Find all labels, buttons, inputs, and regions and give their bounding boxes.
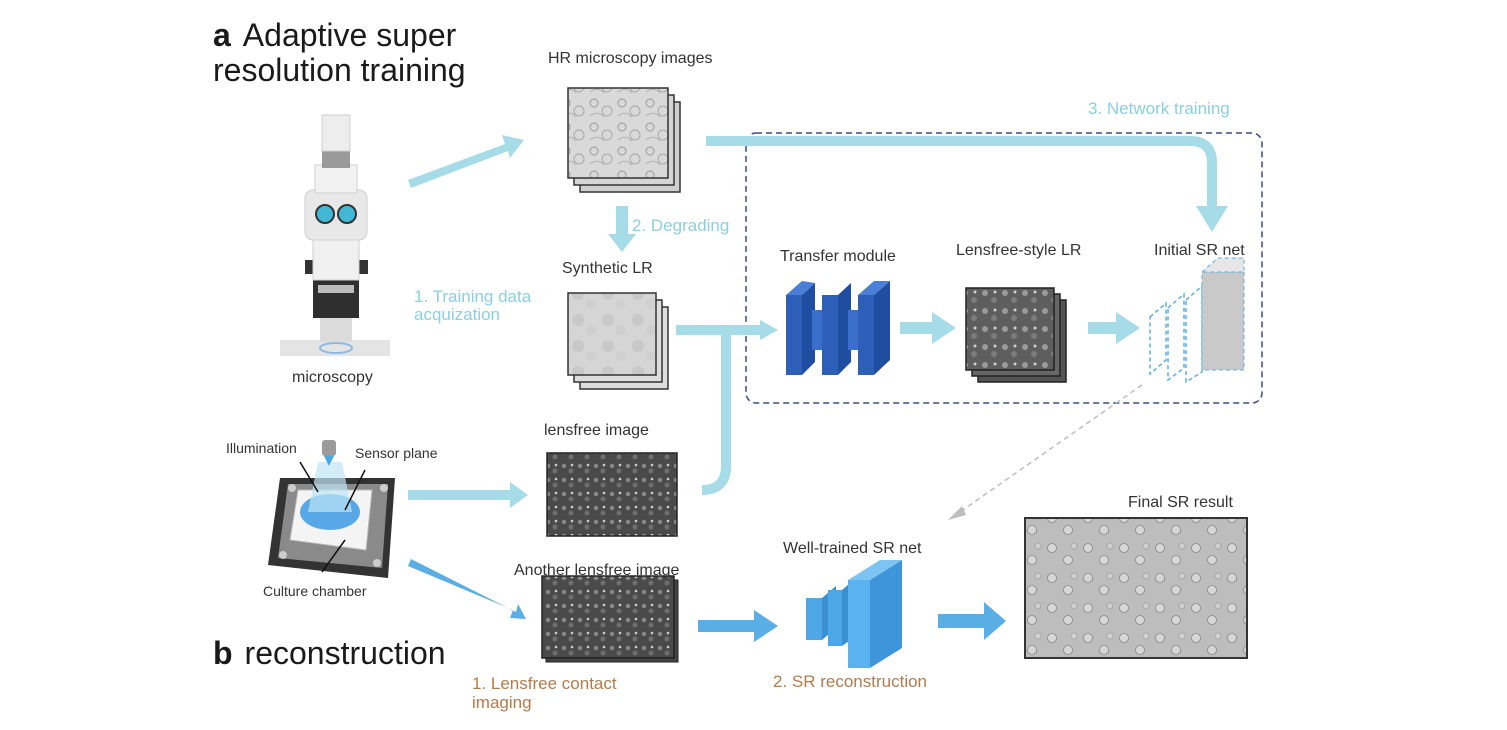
label-lensfree-style-lr: Lensfree-style LR [956,242,1082,259]
arrow-srnet-to-final [938,614,988,628]
panel-b-title-text: reconstruction [244,635,446,671]
another-lensfree-image [541,575,679,663]
panel-a-title-line2: resolution training [213,52,466,88]
label-sensor-plane: Sensor plane [355,445,438,461]
lensfree-style-lr-stack [965,287,1067,383]
arrow-another-to-srnet [698,620,756,632]
arrow-degrading [616,206,628,236]
arrow-device-to-another [408,559,526,619]
cyan-arrows [408,135,1228,508]
arrow-lr-to-initial [1088,322,1118,334]
final-sr-result-image [1024,517,1248,659]
label-illumination: Illumination [226,440,297,456]
microscope-icon [280,114,390,356]
hr-image-stack [567,87,681,193]
label-network-training: 3. Network training [1088,99,1230,118]
transfer-module-net-icon [786,281,890,375]
label-degrading: 2. Degrading [632,216,730,235]
label-microscopy: microscopy [292,369,373,386]
panel-a-title: a Adaptive super [213,18,456,52]
initial-sr-net-icon [1149,257,1245,384]
label-hr-images: HR microscopy images [548,50,713,67]
lensfree-device-icon [268,440,395,578]
blue-arrows [408,559,1006,642]
well-trained-sr-net-icon [806,560,902,668]
label-transfer-module: Transfer module [780,248,896,265]
arrow-network-training [706,136,1217,208]
synthetic-lr-stack [567,292,669,390]
label-culture-chamber: Culture chamber [263,583,367,599]
label-sr-reconstruction: 2. SR reconstruction [773,672,928,691]
training-dashed-box [745,132,1263,404]
arrow-transfer-to-lensfree-style [900,322,934,334]
label-well-trained-sr-net: Well-trained SR net [783,540,922,557]
lensfree-image [546,452,678,537]
label-training-data-line1: 1. Training data [414,287,532,306]
label-synthetic-lr: Synthetic LR [562,260,653,277]
arrow-initial-to-well-trained [959,384,1143,513]
label-initial-sr-net: Initial SR net [1154,242,1245,259]
label-lensfree-contact-line1: 1. Lensfree contact [472,674,617,693]
arrow-microscope-to-hr [408,135,524,188]
panel-a-letter: a [213,17,231,53]
panel-a-title-line1: Adaptive super [242,17,457,53]
panel-b-letter: b [213,635,233,671]
label-another-lensfree-image: Another lensfree image [514,562,680,579]
panel-b-title: b reconstruction [213,636,446,670]
label-final-sr-result: Final SR result [1128,494,1233,511]
label-lensfree-image: lensfree image [544,422,649,439]
label-lensfree-contact-line2: imaging [472,693,532,712]
label-training-data-line2: acquization [414,305,501,324]
